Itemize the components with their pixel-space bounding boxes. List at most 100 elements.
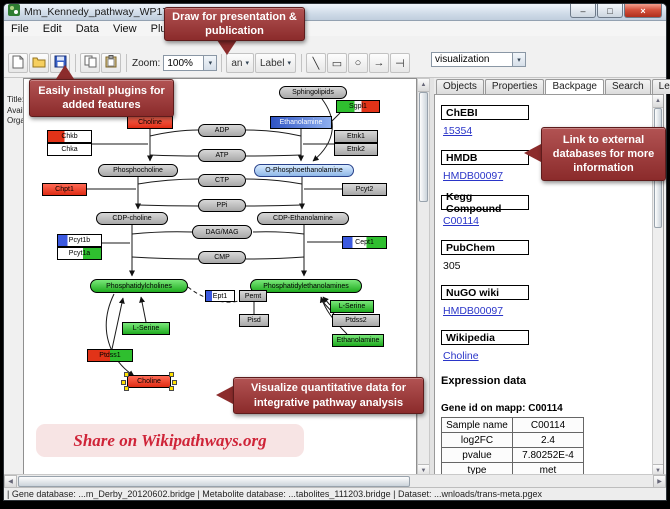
horizontal-scrollbar[interactable]: ◀ ▶ — [4, 474, 666, 488]
paste-button[interactable] — [101, 53, 121, 73]
canvas-vertical-scrollbar[interactable]: ▲ ▼ — [417, 78, 430, 478]
pathway-node-sphingolipids[interactable]: Sphingolipids — [279, 86, 347, 99]
pathway-node-phosphatidylcholines[interactable]: Phosphatidylcholines — [90, 279, 188, 293]
selection-handle[interactable] — [169, 372, 174, 377]
pathway-node-pemt[interactable]: Pemt — [239, 290, 267, 302]
pathway-node-sgpl1[interactable]: Sgpl1 — [336, 100, 380, 113]
tab-search[interactable]: Search — [604, 79, 651, 94]
pathway-node-phosphocholine[interactable]: Phosphocholine — [98, 164, 178, 177]
tab-backpage[interactable]: Backpage — [545, 79, 604, 95]
zoom-combobox[interactable]: 100% ▾ — [163, 55, 218, 71]
pathway-node-pcyt2[interactable]: Pcyt2 — [342, 183, 387, 196]
minimize-button[interactable]: – — [570, 4, 596, 18]
title-bar[interactable]: Mm_Kennedy_pathway_WP1771_45176.gpml – □… — [4, 4, 666, 21]
rectangle-tool-button[interactable]: ▭ — [326, 53, 347, 73]
db-value-pubchem: 305 — [443, 260, 461, 272]
pathway-node-l-serine-left[interactable]: L-Serine — [122, 322, 170, 335]
line-tool-button[interactable]: ╲ — [305, 53, 326, 73]
menu-view[interactable]: View — [112, 22, 137, 35]
new-file-button[interactable] — [8, 53, 28, 73]
pathway-node-etnk2[interactable]: Etnk2 — [334, 143, 378, 156]
tab-legend[interactable]: Legend — [651, 79, 670, 94]
arrow-icon: → — [373, 57, 385, 69]
pathway-node-o-phosphoethanolamine[interactable]: O-Phosphoethanolamine — [254, 164, 354, 177]
pathway-node-chpt1[interactable]: Chpt1 — [42, 183, 87, 196]
close-button[interactable]: × — [624, 4, 662, 18]
new-file-icon — [12, 55, 24, 72]
table-row: Sample name C00114 — [441, 417, 584, 433]
pathway-node-ethanolamine-2[interactable]: Ethanolamine — [332, 334, 384, 347]
pathway-node-l-serine-right[interactable]: L-Serine — [330, 300, 374, 313]
scroll-down-icon[interactable]: ▼ — [418, 464, 429, 477]
app-icon — [8, 3, 20, 21]
pathway-node-ptdss2[interactable]: Ptdss2 — [332, 314, 380, 327]
pathway-node-choline-selected[interactable]: Choline — [121, 372, 177, 391]
pathway-node-ethanolamine[interactable]: Ethanolamine — [270, 116, 332, 129]
selection-handle[interactable] — [172, 380, 177, 385]
pathway-node-cept1[interactable]: Cept1 — [342, 236, 387, 249]
pathway-node-etnk1[interactable]: Etnk1 — [334, 130, 378, 143]
scroll-up-icon[interactable]: ▲ — [653, 95, 663, 108]
pathway-node-ctp[interactable]: CTP — [198, 174, 246, 187]
db-header-chebi: ChEBI — [441, 105, 529, 120]
label-tool-button[interactable]: Label ▾ — [254, 53, 296, 73]
share-note: Share on Wikipathways.org — [36, 424, 304, 457]
info-label-availability: Availability — [7, 106, 45, 117]
scroll-up-icon[interactable]: ▲ — [418, 79, 429, 92]
pathway-node-choline[interactable]: Choline — [127, 116, 173, 129]
table-cell: 7.80252E-4 — [512, 447, 584, 463]
table-row: log2FC 2.4 — [441, 432, 584, 448]
db-link-kegg[interactable]: C00114 — [443, 215, 480, 227]
tab-objects[interactable]: Objects — [436, 79, 484, 94]
visualization-combobox[interactable]: visualization ▾ — [431, 52, 526, 67]
datanode-tool-button[interactable]: an ▾ — [226, 53, 254, 73]
db-link-wikipedia[interactable]: Choline — [443, 350, 479, 362]
toolbar-separator — [300, 54, 302, 72]
maximize-button[interactable]: □ — [597, 4, 623, 18]
pathway-node-pcyt1a[interactable]: Pcyt1a — [57, 247, 102, 260]
callout-plugins-arrow-icon — [56, 65, 74, 79]
pathway-node-dag-mag[interactable]: DAG/MAG — [192, 225, 252, 239]
db-header-hmdb: HMDB — [441, 150, 529, 165]
selection-handle[interactable] — [124, 372, 129, 377]
pathway-node-pcyt1b[interactable]: Pcyt1b — [57, 234, 102, 247]
db-link-hmdb[interactable]: HMDB00097 — [443, 170, 504, 182]
chevron-down-icon[interactable]: ▾ — [203, 56, 217, 70]
oval-tool-button[interactable]: ○ — [347, 53, 368, 73]
table-cell: log2FC — [441, 432, 513, 448]
menu-data[interactable]: Data — [75, 22, 99, 35]
selection-handle[interactable] — [169, 386, 174, 391]
panel-splitter[interactable] — [430, 78, 434, 478]
tab-properties[interactable]: Properties — [484, 79, 545, 94]
copy-button[interactable] — [80, 53, 100, 73]
selection-handle[interactable] — [124, 386, 129, 391]
pathway-node-cdp-choline[interactable]: CDP-choline — [96, 212, 168, 225]
menu-file[interactable]: File — [11, 22, 29, 35]
pathway-node-phosphatidylethanolamines[interactable]: Phosphatidylethanolamines — [250, 279, 362, 293]
pathway-node-ept1[interactable]: Ept1 — [205, 290, 235, 302]
pathway-node-chkb[interactable]: Chkb — [47, 130, 92, 143]
db-link-nugo[interactable]: HMDB00097 — [443, 305, 504, 317]
selection-handle[interactable] — [121, 380, 126, 385]
scroll-down-icon[interactable]: ▼ — [653, 464, 663, 477]
pathway-node-pisd[interactable]: Pisd — [239, 314, 269, 327]
horizontal-scrollbar-thumb[interactable] — [18, 476, 410, 487]
tbar-tool-button[interactable]: ⊣ — [389, 53, 410, 73]
pathway-node-cmp[interactable]: CMP — [198, 251, 246, 264]
pathway-node-atp[interactable]: ATP — [198, 149, 246, 162]
open-file-button[interactable] — [29, 53, 49, 73]
pathway-node-cdp-ethanolamine[interactable]: CDP-Ethanolamine — [257, 212, 349, 225]
callout-draw-arrow-icon — [217, 40, 237, 55]
pathway-node-adp[interactable]: ADP — [198, 124, 246, 137]
vertical-scrollbar-thumb[interactable] — [419, 92, 428, 202]
datanode-tool-label: an — [231, 57, 243, 69]
pathway-node-ptdss1[interactable]: Ptdss1 — [87, 349, 133, 362]
pathway-node-chka[interactable]: Chka — [47, 143, 92, 156]
menu-edit[interactable]: Edit — [42, 22, 62, 35]
db-header-kegg: Kegg Compound — [441, 191, 529, 215]
pathway-node-ppi[interactable]: PPi — [198, 199, 246, 212]
arrow-tool-button[interactable]: → — [368, 53, 389, 73]
chevron-down-icon[interactable]: ▾ — [512, 53, 525, 66]
db-link-chebi[interactable]: 15354 — [443, 125, 473, 137]
